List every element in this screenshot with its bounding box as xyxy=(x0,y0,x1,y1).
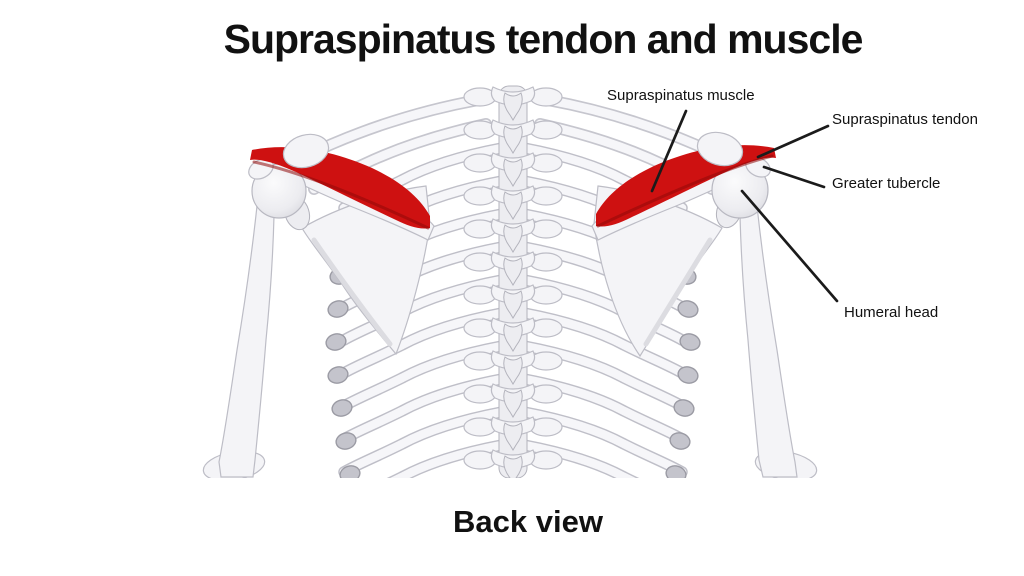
left-acromion xyxy=(282,133,330,169)
figure-title: Supraspinatus tendon and muscle xyxy=(223,16,864,62)
muscle-pointer-line xyxy=(650,109,688,193)
label-supraspinatus-tendon: Supraspinatus tendon xyxy=(832,111,978,128)
left-supraspinatus-shadow xyxy=(252,160,430,230)
right-acromion xyxy=(696,131,744,167)
label-supraspinatus-muscle: Supraspinatus muscle xyxy=(607,87,755,104)
tendon-pointer-line xyxy=(756,124,830,159)
left-humerus xyxy=(202,158,307,478)
spine xyxy=(463,85,563,478)
label-greater-tubercle: Greater tubercle xyxy=(832,175,941,192)
right-humerus xyxy=(711,156,818,478)
rib-tips xyxy=(325,267,701,478)
humeral-pointer-line xyxy=(740,189,839,303)
label-humeral-head: Humeral head xyxy=(844,304,939,321)
view-caption: Back view xyxy=(453,504,603,539)
right-supraspinatus-shadow xyxy=(596,154,774,228)
pointer-lines xyxy=(650,109,839,303)
tubercle-pointer-line xyxy=(762,165,826,189)
right-supraspinatus xyxy=(596,145,776,228)
left-supraspinatus xyxy=(250,147,430,230)
